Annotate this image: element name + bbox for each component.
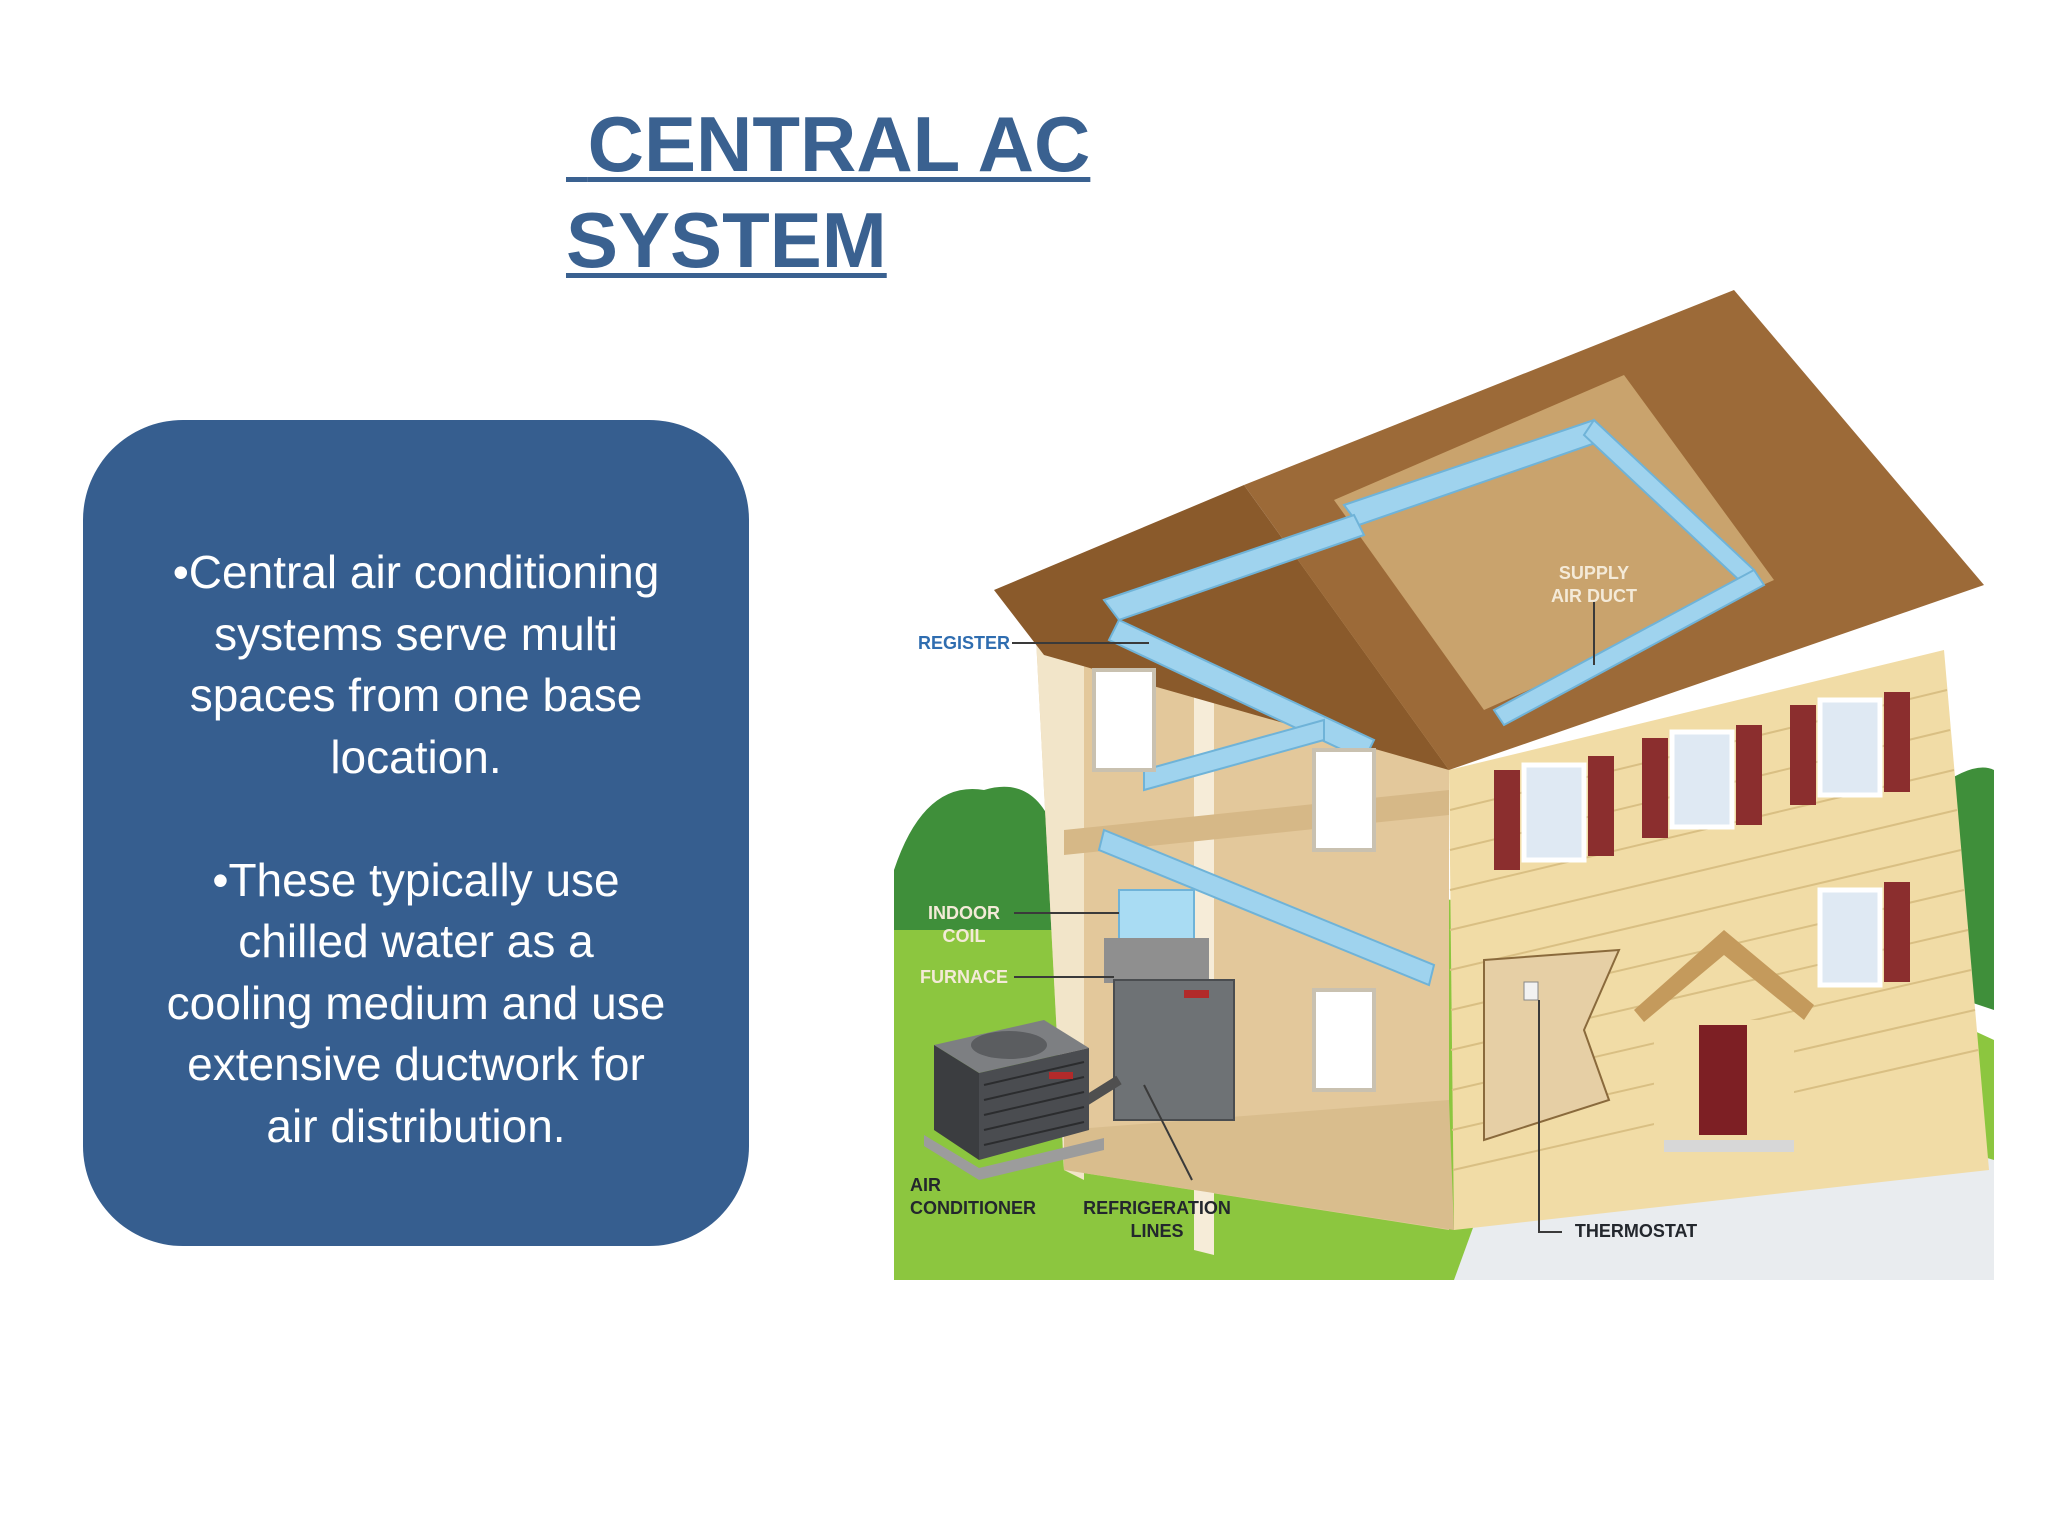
side-windows <box>1494 692 1910 988</box>
first-floor <box>1064 1100 1454 1230</box>
label-thermostat: THERMOSTAT <box>1574 1221 1698 1241</box>
thermostat <box>1523 981 1539 1001</box>
house-cutaway-diagram: REGISTER SUPPLY AIR DUCT INDOOR COIL FUR… <box>894 270 1994 1280</box>
indoor-coil <box>1118 889 1195 946</box>
window-cutaway-upper <box>1092 668 1156 772</box>
label-supply-air-duct: SUPPLY AIR DUCT <box>1551 563 1637 606</box>
label-air-conditioner: AIR CONDITIONER <box>910 1175 1036 1218</box>
furnace <box>1113 979 1235 1121</box>
label-furnace: FURNACE <box>920 967 1008 987</box>
slide-title: CENTRAL AC SYSTEM <box>566 100 1091 284</box>
porch-roof <box>1634 930 1814 1022</box>
label-indoor-coil: INDOOR COIL <box>928 903 1000 946</box>
bullet-chilled-water: •These typically use chilled water as a … <box>166 853 666 1152</box>
description-textbox: •Central air conditioning systems serve … <box>83 420 749 1246</box>
label-refrigeration-lines: REFRIGERATION LINES <box>1083 1198 1231 1241</box>
label-register: REGISTER <box>917 633 1010 653</box>
tree-left <box>894 786 1054 930</box>
window-cutaway-middle <box>1312 748 1376 852</box>
thermostat-cutout <box>1483 948 1621 1142</box>
bullet-central-air: •Central air conditioning systems serve … <box>172 546 660 783</box>
roof-front <box>994 485 1449 770</box>
window-cutaway-lower <box>1312 988 1376 1092</box>
front-door <box>1699 1025 1747 1135</box>
callout-lines <box>1012 600 1595 1233</box>
house-illustration <box>894 290 1994 1280</box>
